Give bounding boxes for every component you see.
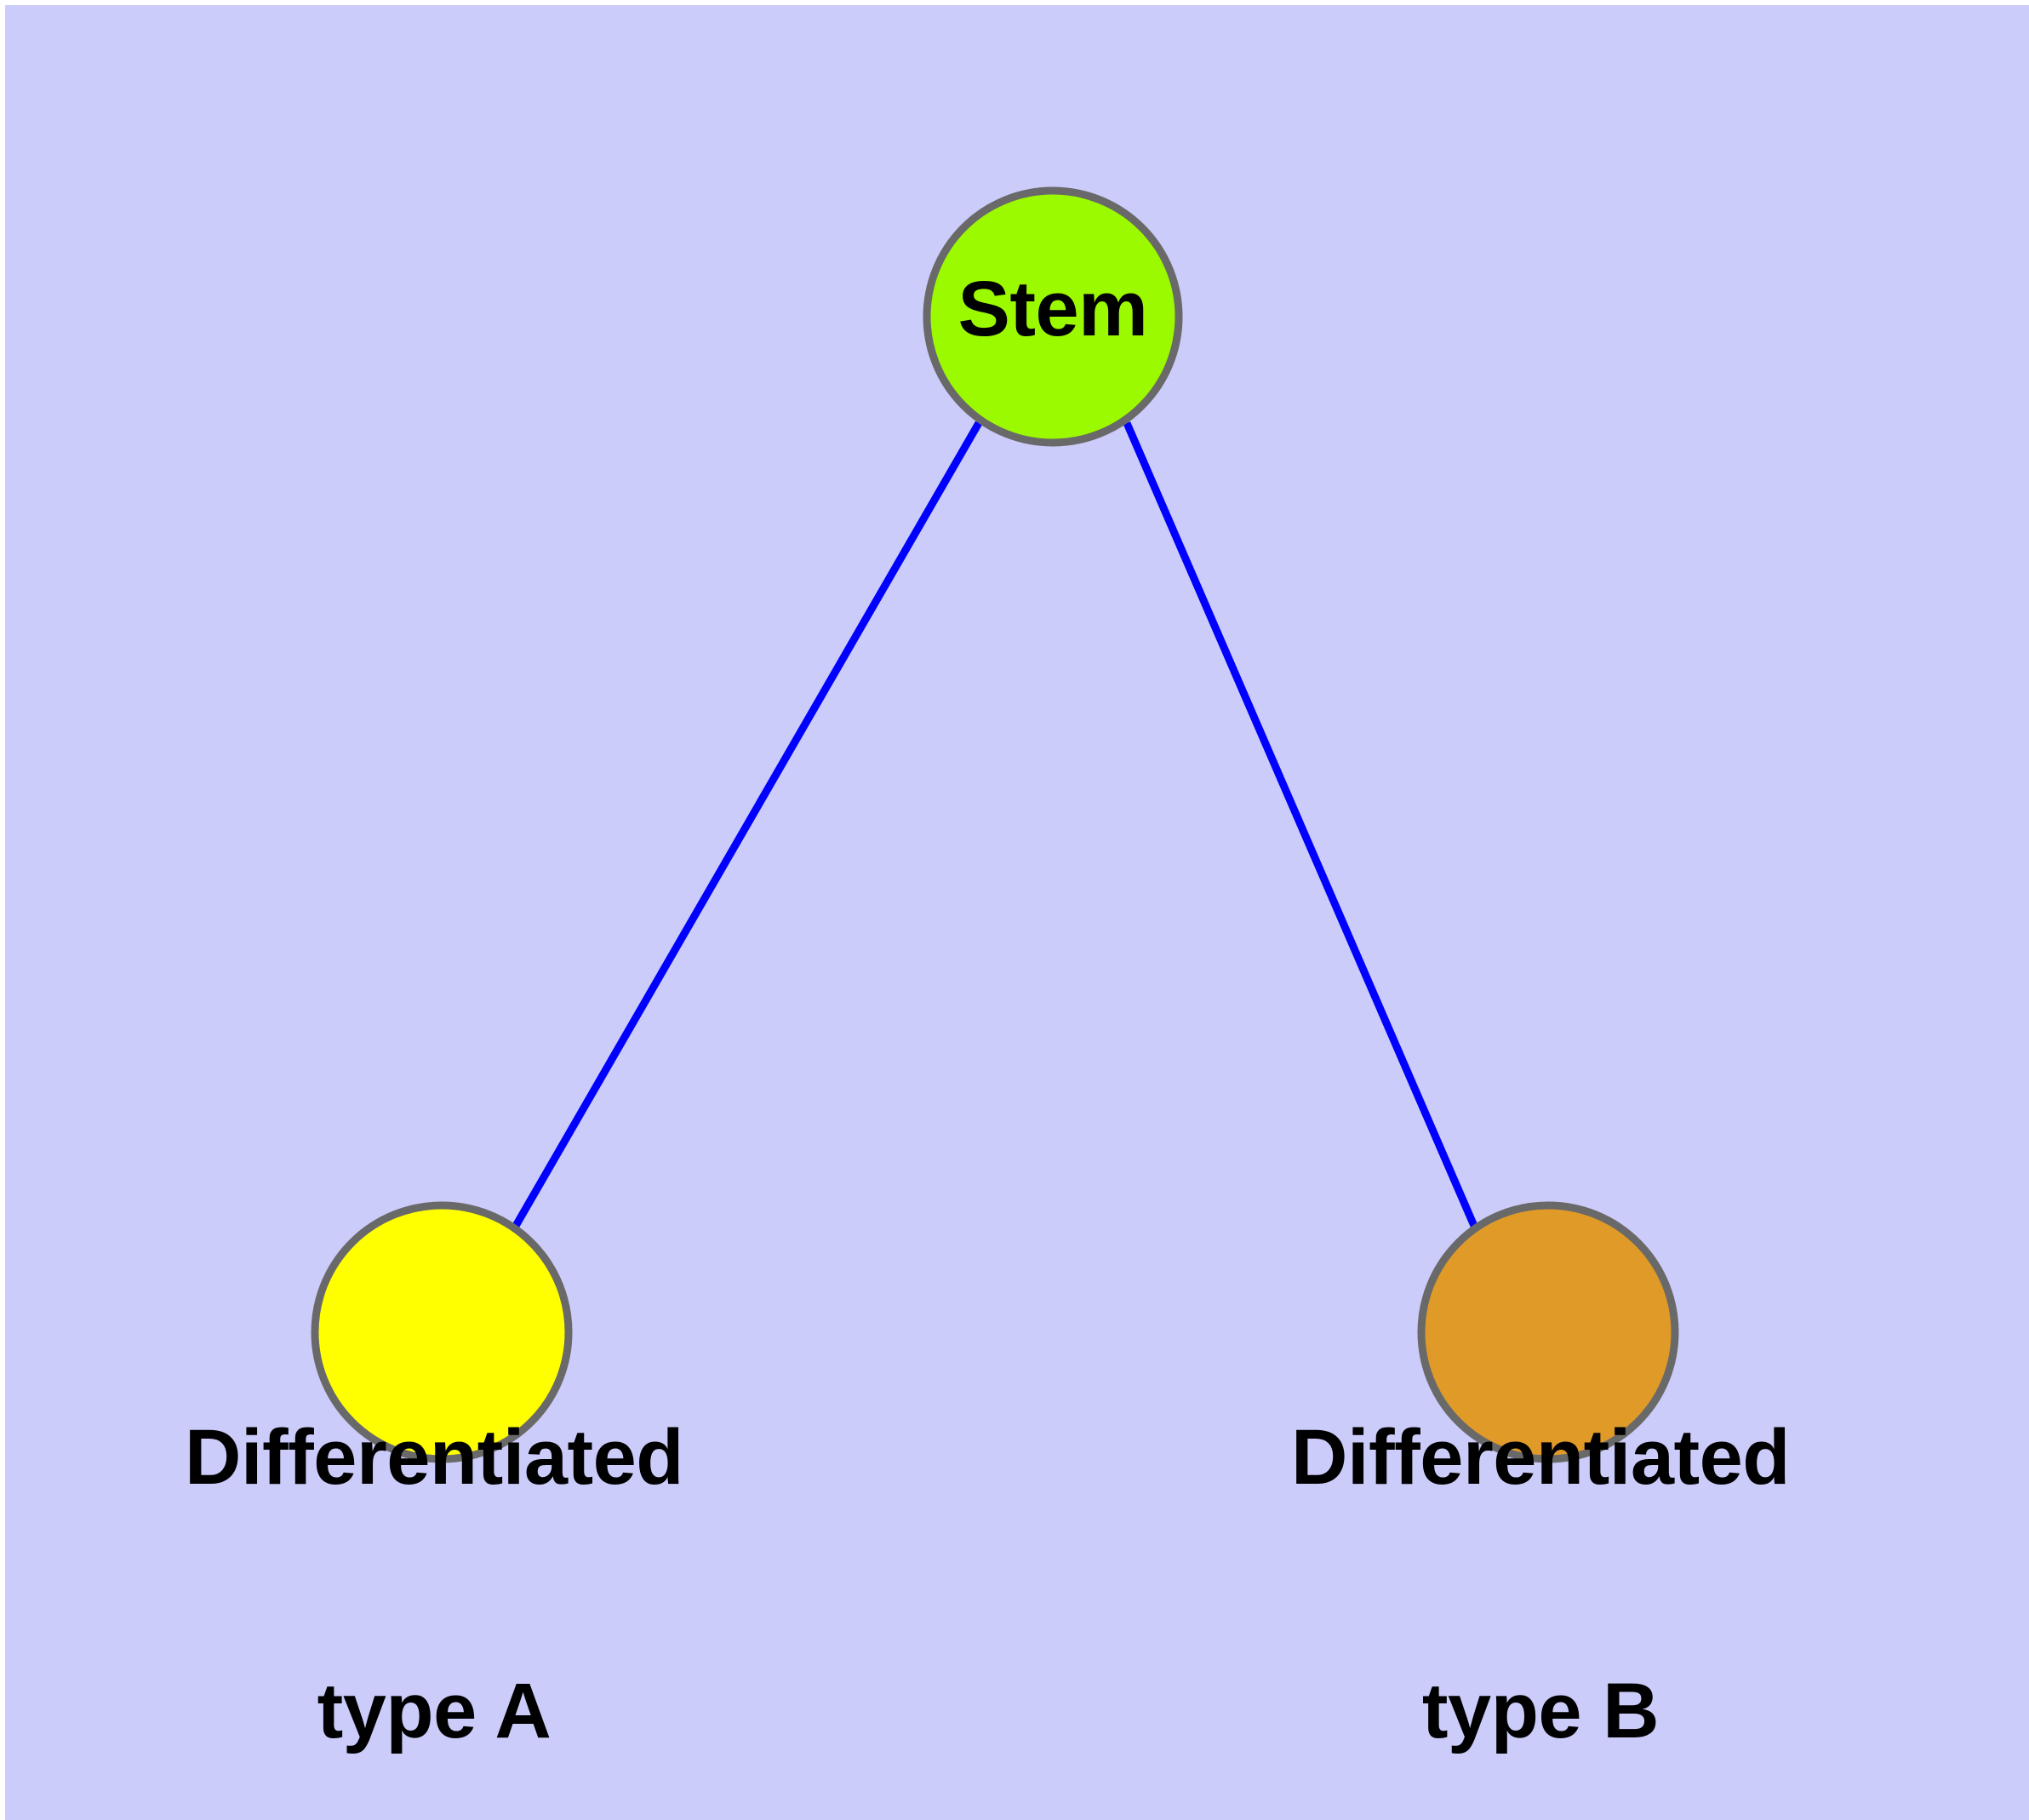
- node-differentiated-type-b[interactable]: [1417, 1201, 1679, 1463]
- node-stem[interactable]: [923, 186, 1183, 447]
- nodes-group: [311, 186, 1679, 1463]
- node-differentiated-type-a[interactable]: [311, 1201, 573, 1463]
- edge-stem-to-differentiated-type-a[interactable]: [512, 421, 982, 1228]
- edges-group: [512, 421, 1478, 1228]
- edge-stem-to-differentiated-type-b[interactable]: [1123, 421, 1478, 1228]
